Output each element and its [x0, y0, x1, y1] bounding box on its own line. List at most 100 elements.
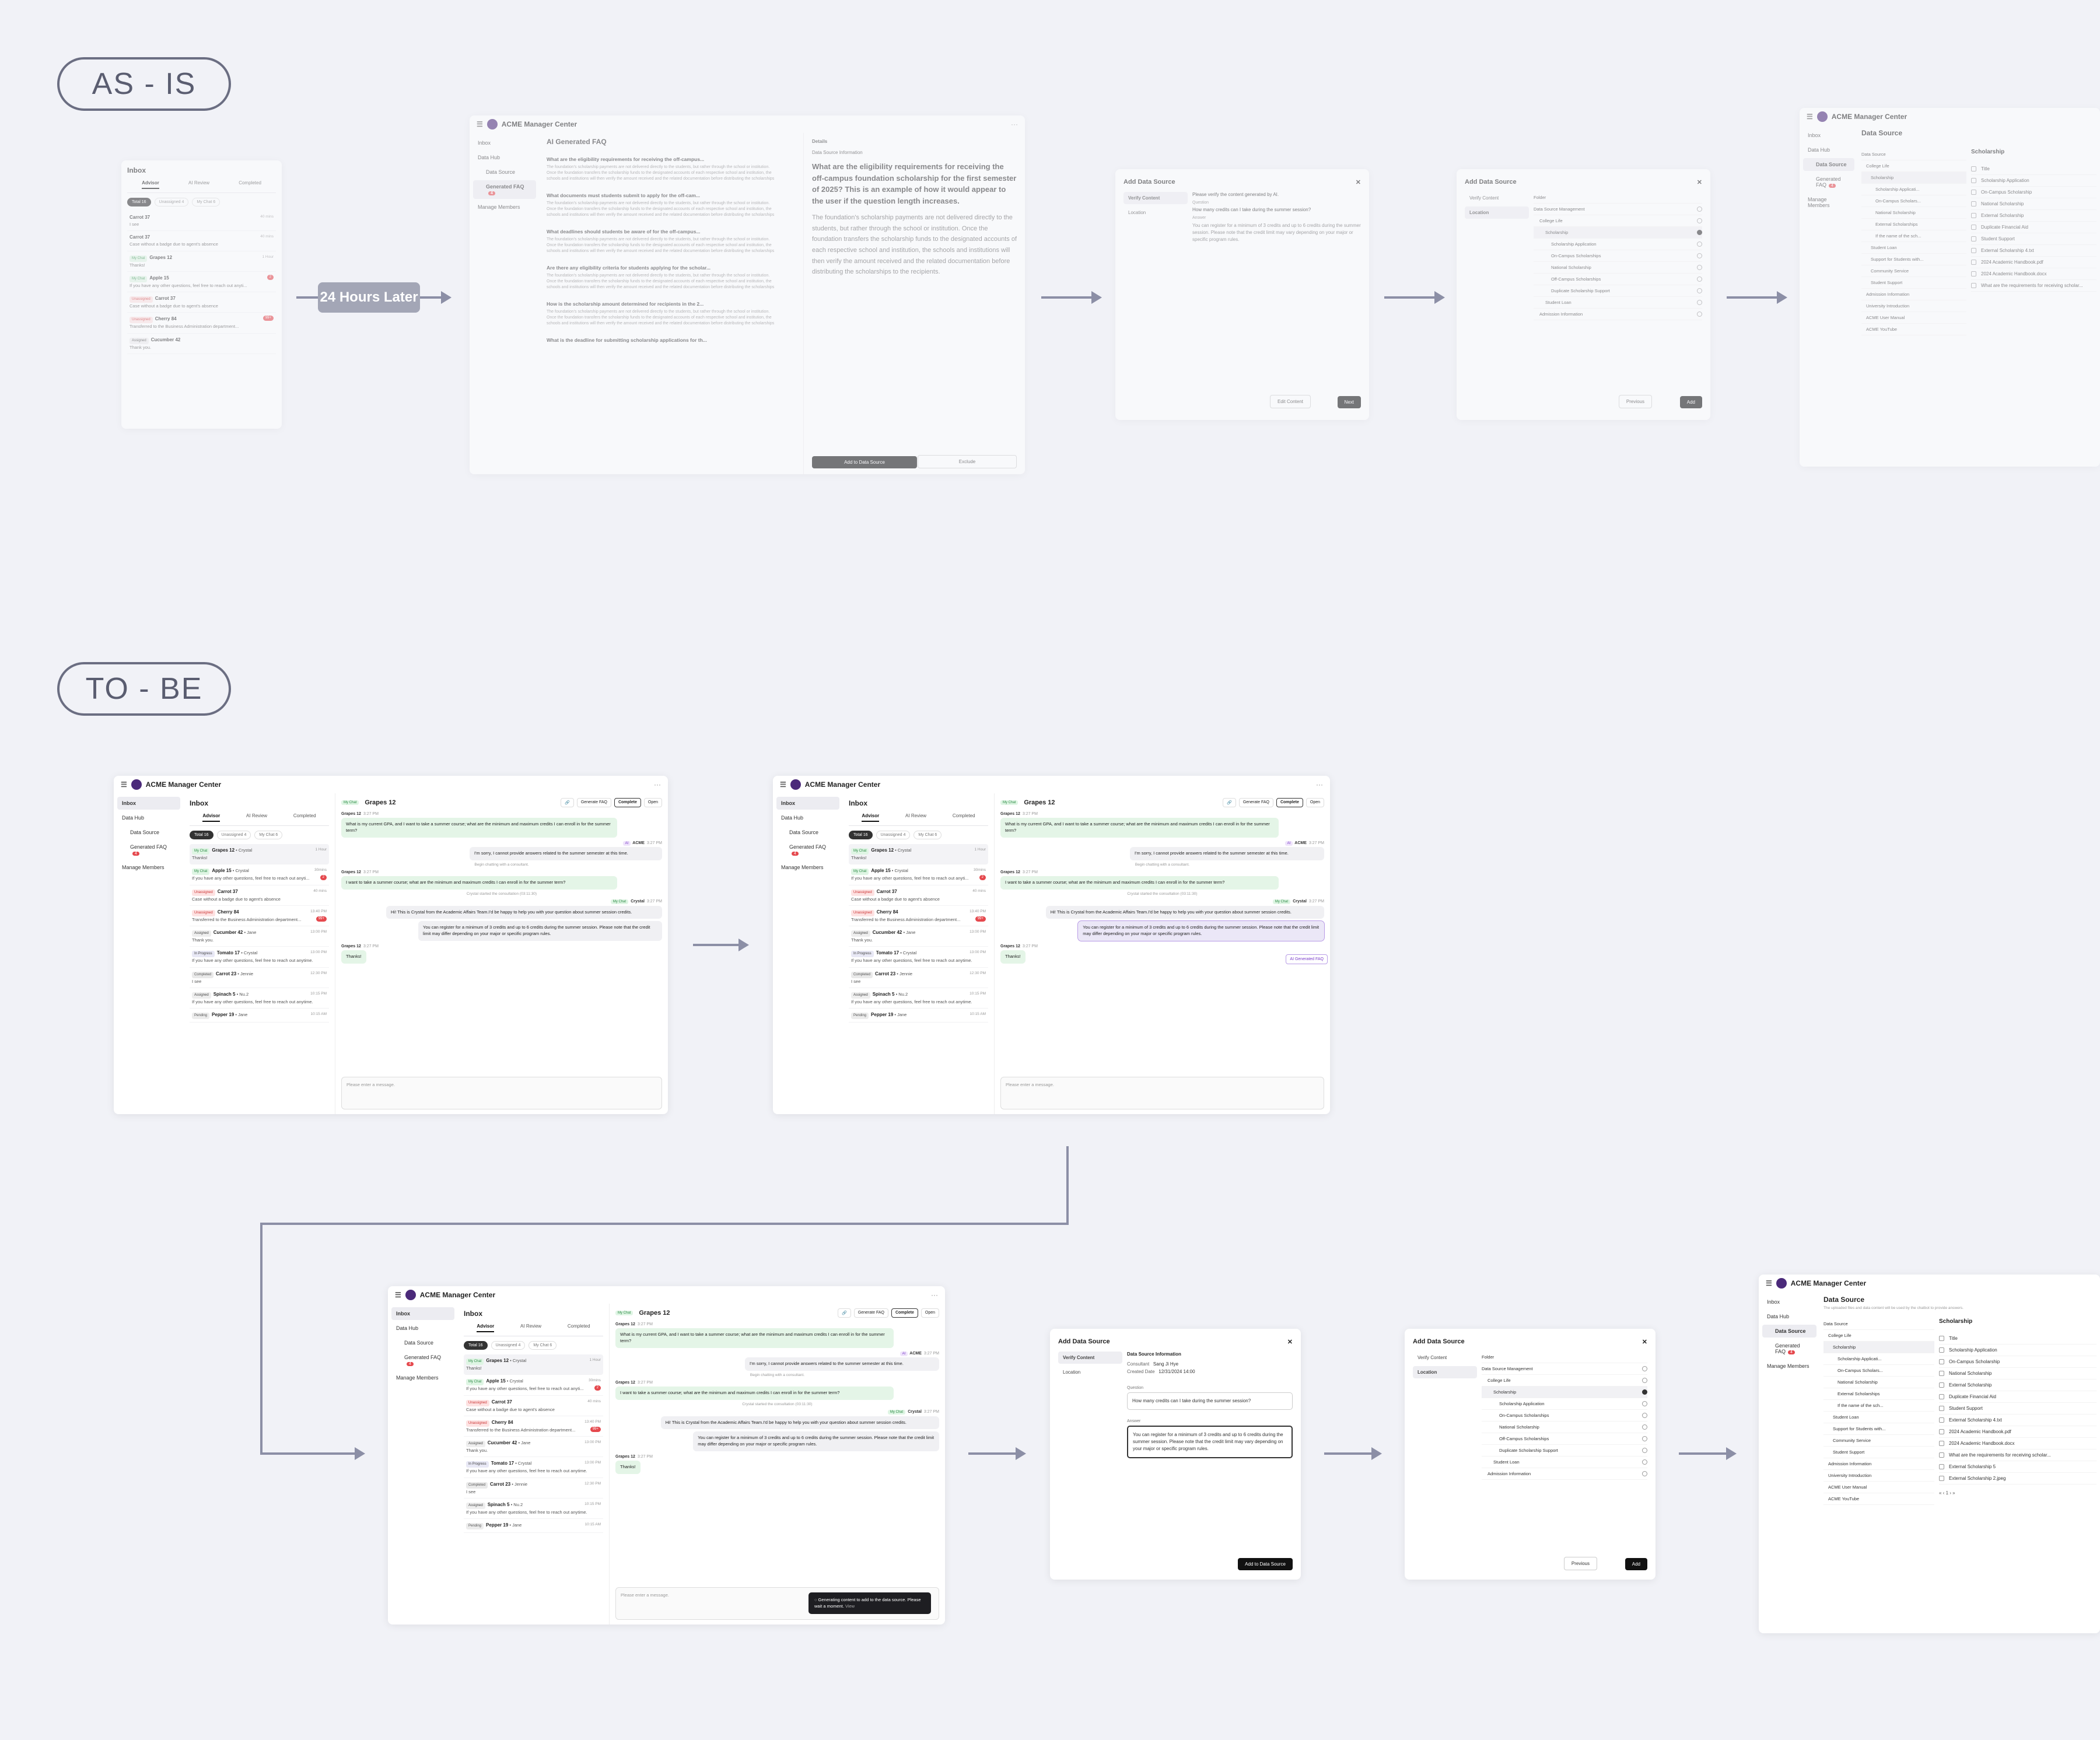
table-row[interactable]: Scholarship Application: [1939, 1345, 2096, 1356]
step-location[interactable]: Location: [1128, 210, 1146, 215]
tab-ai-review[interactable]: AI Review: [905, 813, 927, 818]
open-button[interactable]: Open: [1306, 798, 1324, 807]
answer-field[interactable]: You can register for a minimum of 3 cred…: [1127, 1426, 1293, 1458]
open-button[interactable]: Open: [643, 798, 662, 807]
hamburger-icon[interactable]: ☰: [395, 1291, 401, 1299]
add-to-data-source-button[interactable]: Add to Data Source: [812, 456, 917, 468]
nav-data-hub[interactable]: Data Hub: [396, 1325, 419, 1331]
nav-inbox[interactable]: Inbox: [391, 1307, 454, 1320]
hamburger-icon[interactable]: ☰: [1766, 1279, 1772, 1287]
tree-item[interactable]: National Scholarship: [1824, 1377, 1934, 1388]
tree-item[interactable]: College Life: [1824, 1330, 1934, 1342]
nav-data-source[interactable]: Data Source: [789, 829, 819, 835]
nav-generated-faq[interactable]: Generated FAQ4: [404, 1354, 442, 1366]
tree-item[interactable]: Student Loan: [1482, 1457, 1647, 1468]
step-verify-content[interactable]: Verify Content: [1469, 195, 1499, 201]
table-row[interactable]: External Scholarship: [1971, 210, 2096, 222]
tree-item[interactable]: Scholarship Application: [1482, 1398, 1647, 1410]
table-row[interactable]: Duplicate Financial Aid: [1971, 222, 2096, 233]
tree-item[interactable]: Student Loan: [1861, 242, 1966, 254]
previous-button[interactable]: Previous: [1563, 1557, 1597, 1570]
table-row[interactable]: 2024 Academic Handbook.docx: [1971, 268, 2096, 280]
next-button[interactable]: Next: [1337, 396, 1361, 408]
selected-agent-message[interactable]: You can register for a minimum of 3 cred…: [1077, 920, 1325, 942]
step-verify-content[interactable]: Verify Content: [1124, 192, 1188, 204]
tree-item[interactable]: Scholarship: [1824, 1342, 1934, 1353]
message-input[interactable]: Please enter a message.: [1000, 1077, 1324, 1109]
close-icon[interactable]: ✕: [1696, 179, 1702, 186]
tree-item[interactable]: ACME YouTube: [1861, 324, 1966, 335]
nav-data-source[interactable]: Data Source: [1803, 158, 1854, 171]
tab-completed[interactable]: Completed: [952, 813, 975, 818]
filter-my-chat[interactable]: My Chat 6: [192, 198, 220, 206]
tree-item[interactable]: Community Service: [1861, 265, 1966, 277]
tree-item[interactable]: Off-Campus Scholarships: [1534, 274, 1702, 285]
close-icon[interactable]: ✕: [1642, 1339, 1647, 1346]
tab-completed[interactable]: Completed: [567, 1324, 590, 1329]
nav-manage-members[interactable]: Manage Members: [781, 864, 824, 870]
generate-faq-button[interactable]: Generate FAQ: [1238, 798, 1273, 807]
tab-completed[interactable]: Completed: [293, 813, 316, 818]
table-row[interactable]: On-Campus Scholarship: [1939, 1356, 2096, 1368]
tab-ai-review[interactable]: AI Review: [188, 180, 210, 185]
tree-item[interactable]: National Scholarship: [1534, 262, 1702, 274]
table-row[interactable]: 2024 Academic Handbook.pdf: [1971, 257, 2096, 268]
filter-total[interactable]: Total 16: [190, 831, 214, 839]
tree-item[interactable]: On-Campus Scholarships: [1482, 1410, 1647, 1422]
tree-item[interactable]: Student Loan: [1824, 1412, 1934, 1423]
tree-item[interactable]: Scholarship Application: [1534, 239, 1702, 250]
filter-total[interactable]: Total 16: [127, 198, 151, 206]
link-icon[interactable]: 🔗: [838, 1308, 851, 1318]
nav-data-source[interactable]: Data Source: [404, 1340, 434, 1346]
filter-my-chat[interactable]: My Chat 6: [254, 831, 283, 839]
generate-faq-button[interactable]: Generate FAQ: [576, 798, 611, 807]
close-icon[interactable]: ✕: [1287, 1339, 1293, 1346]
tree-item[interactable]: Scholarship Applicati...: [1824, 1353, 1934, 1365]
hamburger-icon[interactable]: ☰: [121, 780, 127, 789]
filter-my-chat[interactable]: My Chat 6: [528, 1341, 557, 1350]
toast-view-link[interactable]: View: [845, 1603, 855, 1609]
faq-question[interactable]: What documents must students submit to a…: [547, 192, 701, 198]
hamburger-icon[interactable]: ☰: [780, 780, 786, 789]
generate-faq-button[interactable]: Generate FAQ: [853, 1308, 888, 1318]
table-row[interactable]: External Scholarship 5: [1939, 1461, 2096, 1473]
filter-my-chat[interactable]: My Chat 6: [914, 831, 942, 839]
table-row[interactable]: On-Campus Scholarship: [1971, 187, 2096, 198]
tree-item[interactable]: Admission Information: [1534, 309, 1702, 320]
tree-item[interactable]: Scholarship: [1482, 1387, 1647, 1398]
tree-item[interactable]: Support for Students with...: [1824, 1423, 1934, 1435]
table-row[interactable]: External Scholarship: [1939, 1380, 2096, 1391]
hamburger-icon[interactable]: ☰: [1807, 113, 1813, 121]
tab-advisor[interactable]: Advisor: [202, 813, 220, 822]
tab-advisor[interactable]: Advisor: [477, 1324, 495, 1332]
faq-question[interactable]: What is the deadline for submitting scho…: [547, 337, 707, 343]
nav-inbox[interactable]: Inbox: [1767, 1299, 1780, 1305]
tree-item[interactable]: University Introduction: [1861, 300, 1966, 312]
nav-manage-members[interactable]: Manage Members: [1808, 197, 1830, 208]
complete-button[interactable]: Complete: [891, 1308, 918, 1318]
hamburger-icon[interactable]: ☰: [477, 120, 483, 128]
nav-generated-faq[interactable]: Generated FAQ4: [473, 180, 536, 199]
tree-item[interactable]: Data Source Management: [1482, 1363, 1647, 1375]
close-icon[interactable]: ✕: [1355, 179, 1361, 186]
previous-button[interactable]: Previous: [1618, 395, 1652, 408]
tree-item[interactable]: Admission Information: [1861, 289, 1966, 300]
tree-item[interactable]: ACME YouTube: [1824, 1493, 1934, 1505]
tree-item[interactable]: Scholarship Applicati...: [1861, 184, 1966, 195]
